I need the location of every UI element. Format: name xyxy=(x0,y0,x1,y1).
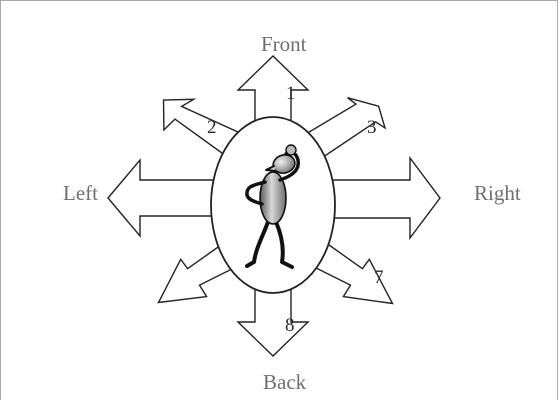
arrow-number-2: 2 xyxy=(207,118,217,137)
arrow-number-3: 3 xyxy=(367,118,377,137)
arrow-number-1: 1 xyxy=(286,84,296,103)
arrow-number-8: 8 xyxy=(285,316,295,335)
label-back: Back xyxy=(263,372,306,393)
arrow-right xyxy=(326,158,440,238)
label-right: Right xyxy=(474,183,521,204)
arrow-front xyxy=(238,56,308,122)
label-left: Left xyxy=(63,183,98,204)
arrow-number-7: 7 xyxy=(374,268,384,287)
label-front: Front xyxy=(261,34,307,55)
arrow-left xyxy=(108,160,222,236)
